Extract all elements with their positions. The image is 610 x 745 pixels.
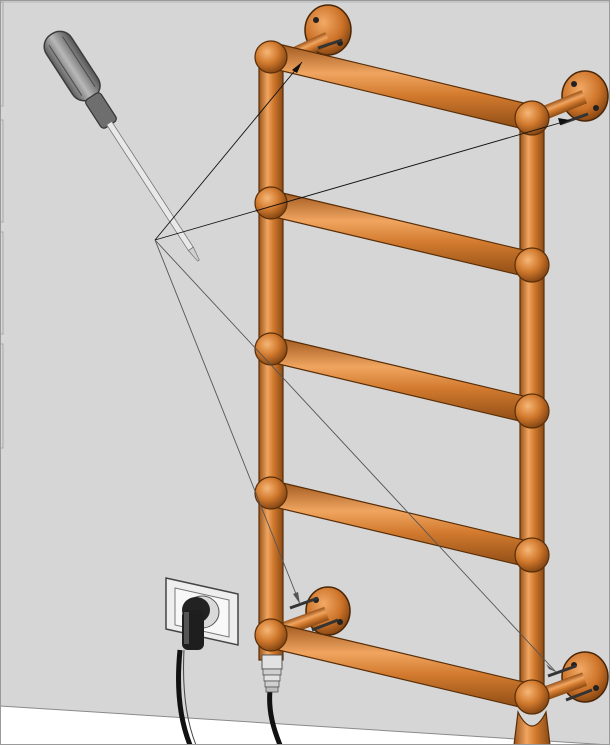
power-plug-icon bbox=[176, 597, 210, 745]
screwdriver-icon bbox=[43, 30, 200, 262]
margin-tabs bbox=[0, 1, 4, 449]
wall-bracket-bottom-right bbox=[538, 651, 609, 703]
heating-element-cable bbox=[267, 689, 283, 745]
heating-element-icon bbox=[261, 654, 283, 693]
towel-rail bbox=[254, 40, 551, 745]
leader-lines bbox=[154, 61, 571, 673]
rail-joints bbox=[254, 40, 550, 715]
